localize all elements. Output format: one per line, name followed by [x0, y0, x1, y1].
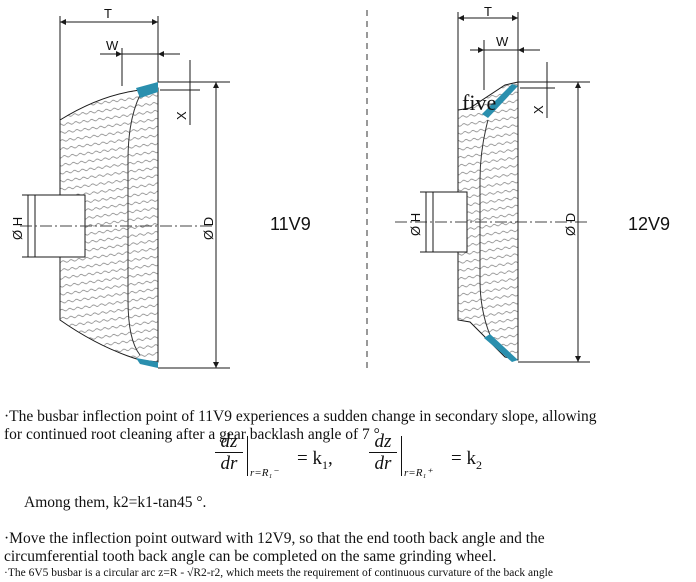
- equation-denominator-1: dr: [220, 453, 238, 474]
- right-abrasive-top: [482, 84, 518, 118]
- paragraph-12v9-line2: circumferential tooth back angle can be …: [4, 548, 497, 565]
- derivative-equation: dz dr r=R₁⁻ = k1, dz dr r=R₁⁺ = k2: [215, 432, 515, 488]
- equation-numerator-1: dz: [215, 432, 243, 453]
- equation-rhs-2-sub: 2: [475, 457, 482, 472]
- paragraph-k2-relation: Among them, k2=k1-tan45 °.: [24, 494, 207, 511]
- left-dim-H: Ø H: [10, 217, 25, 240]
- equation-evaluation-bar-1: [247, 436, 248, 476]
- equation-numerator-2: dz: [369, 432, 397, 453]
- equation-rhs-1-tail: ,: [327, 448, 333, 469]
- right-tool-drawing: [395, 12, 590, 363]
- paragraph-11v9-line1: ·The busbar inflection point of 11V9 exp…: [4, 408, 597, 425]
- right-overlay-text: five: [462, 90, 496, 115]
- left-dim-X: X: [174, 111, 189, 120]
- equation-condition-2: r=R₁⁺: [404, 467, 433, 479]
- left-tool-drawing: [20, 16, 230, 369]
- equation-rhs-1: = k1,: [297, 448, 333, 473]
- right-dim-D: Ø D: [563, 213, 578, 236]
- paragraph-6v5: ·The 6V5 busbar is a circular arc z=R - …: [4, 567, 553, 579]
- equation-rhs-2: = k2: [451, 448, 482, 473]
- right-dim-T: T: [484, 4, 492, 19]
- equation-rhs-2-eq: = k: [451, 448, 476, 469]
- left-tool-label: 11V9: [270, 214, 311, 234]
- left-abrasive-bottom: [136, 358, 158, 368]
- left-dim-D: Ø D: [201, 217, 216, 240]
- equation-evaluation-bar-2: [401, 436, 402, 476]
- right-tool-body: [457, 81, 519, 361]
- right-tool-label: 12V9: [628, 214, 670, 234]
- left-abrasive-top: [136, 82, 158, 98]
- grinding-wheel-figure: T W X Ø D Ø H 11V9 T W X: [10, 4, 670, 370]
- left-tool-inner-profile: [127, 94, 141, 356]
- equation-denominator-2: dr: [374, 453, 392, 474]
- left-dim-W: W: [106, 38, 119, 53]
- equation-rhs-1-eq: = k: [297, 448, 322, 469]
- right-dim-X: X: [531, 105, 546, 114]
- equation-condition-1: r=R₁⁻: [250, 467, 279, 479]
- paragraph-12v9-line1: ·Move the inflection point outward with …: [4, 530, 545, 547]
- equation-fraction-2: dz dr: [369, 432, 397, 475]
- equation-rhs-1-sub: 1: [321, 457, 328, 472]
- right-abrasive-bottom: [484, 334, 518, 362]
- paragraph-11v9-line2: for continued root cleaning after a gear…: [4, 426, 380, 443]
- left-dim-T: T: [104, 6, 112, 21]
- right-tool-inner-profile: [479, 119, 491, 336]
- right-dim-H: Ø H: [408, 213, 423, 236]
- right-dim-W: W: [496, 34, 509, 49]
- equation-fraction-1: dz dr: [215, 432, 243, 475]
